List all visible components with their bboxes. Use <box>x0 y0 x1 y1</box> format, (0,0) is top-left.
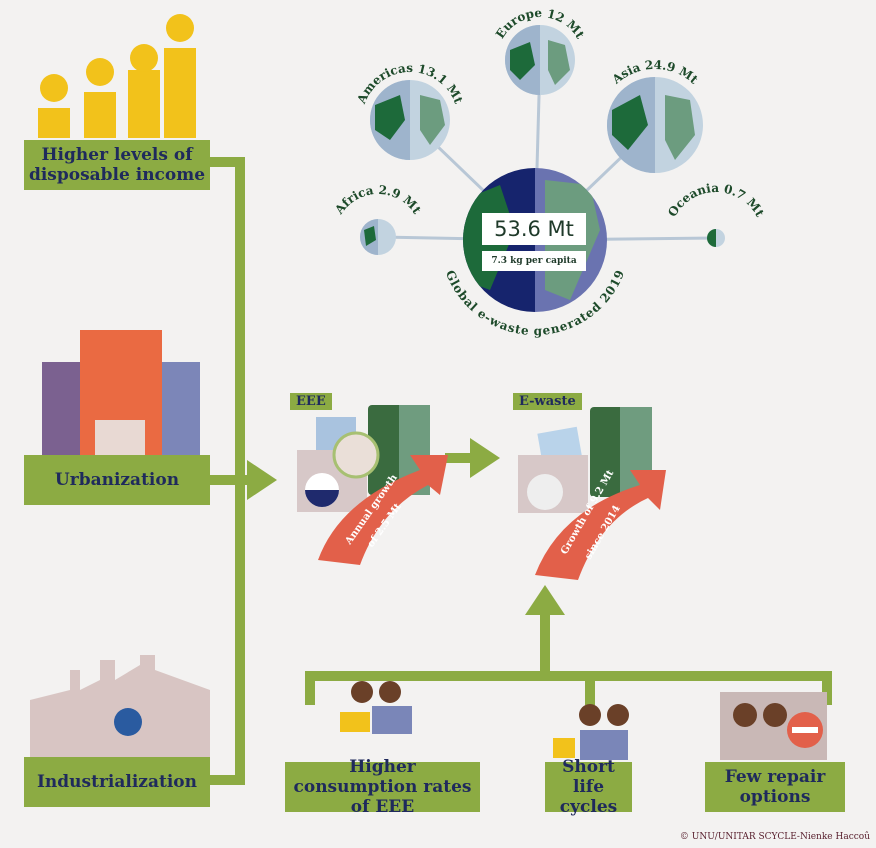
people-short-life-icon <box>553 704 629 760</box>
factory-icon <box>30 655 210 760</box>
eee-appliances-icon <box>297 405 448 565</box>
people-consumption-icon <box>340 681 412 734</box>
globe-europe <box>505 25 575 95</box>
credit: © UNU/UNITAR SCYCLE-Nienke Haccoû <box>679 832 870 842</box>
global-per-capita: 7.3 kg per capita <box>482 251 586 271</box>
globe-africa <box>360 219 396 255</box>
cause-consumption: Higher consumption rates of EEE <box>285 757 480 817</box>
coins-icon <box>38 14 196 138</box>
globe-asia <box>607 77 703 173</box>
driver-connectors <box>210 157 832 785</box>
label-oceania: Oceania 0.7 Mt <box>665 181 767 220</box>
region-globes <box>360 25 725 255</box>
global-total-value: 53.6 Mt <box>482 213 586 245</box>
people-repair-icon <box>720 692 827 760</box>
eee-label: EEE <box>290 393 332 410</box>
cause-short-life: Short life cycles <box>545 757 632 817</box>
globe-americas <box>370 80 450 160</box>
driver-disposable-income: Higher levels of disposable income <box>24 140 210 190</box>
label-africa: Africa 2.9 Mt <box>332 183 425 217</box>
cause-few-repair: Few repair options <box>705 762 845 812</box>
buildings-icon <box>42 330 200 456</box>
driver-industrialization: Industrialization <box>24 757 210 807</box>
driver-urbanization: Urbanization <box>24 455 210 505</box>
ewaste-label: E-waste <box>513 393 582 410</box>
ewaste-appliances-icon <box>518 407 666 580</box>
globe-oceania <box>707 229 725 247</box>
